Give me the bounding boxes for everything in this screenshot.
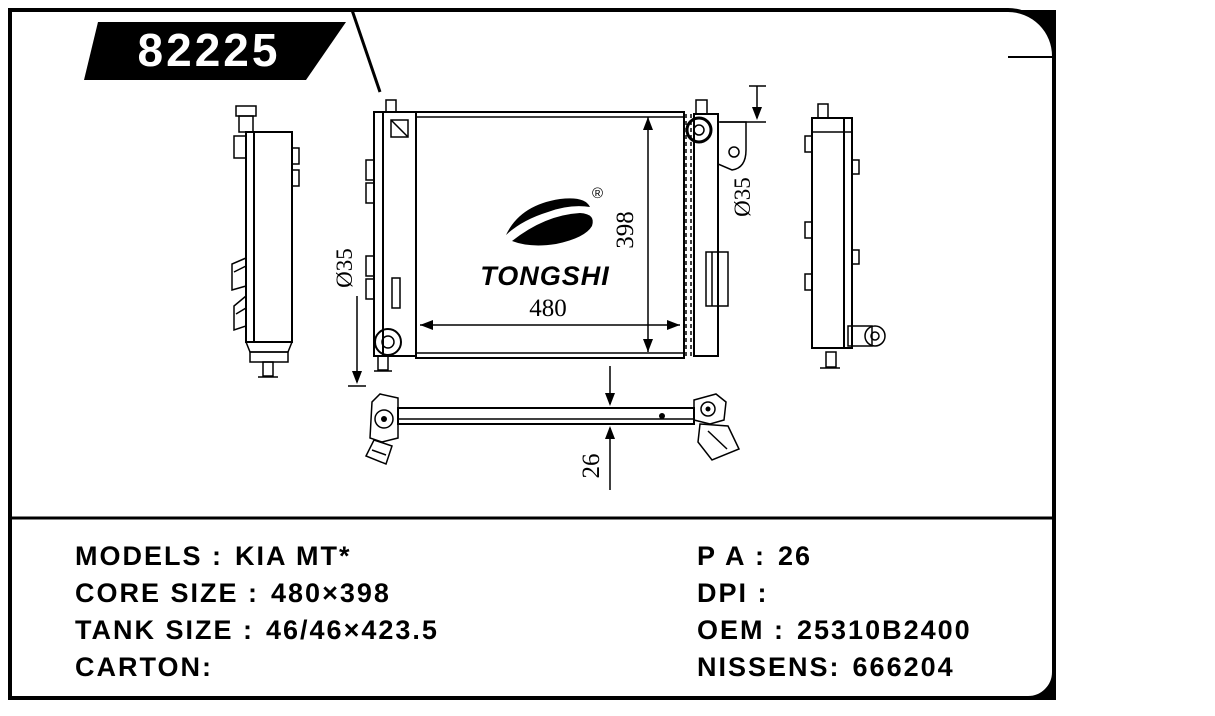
spec-column-left: MODELS : KIA MT* CORE SIZE : 480×398 TAN… — [75, 538, 439, 686]
core-width-label: 480 — [529, 295, 567, 322]
spec-value: 480×398 — [271, 578, 391, 608]
dimension-26: 26 — [578, 366, 615, 490]
spec-row-carton: CARTON: — [75, 649, 439, 686]
dimension-diameter-right: Ø35 — [720, 85, 766, 217]
radiator-left-side-view — [231, 105, 300, 378]
spec-value: 25310B2400 — [797, 615, 972, 645]
spec-value: 666204 — [852, 652, 955, 682]
outlet-diameter-label: Ø35 — [730, 177, 755, 217]
registered-trademark: ® — [592, 185, 603, 202]
frame-corner-decorations — [1008, 10, 1056, 700]
radiator-bottom-view — [364, 393, 741, 465]
thickness-label: 26 — [578, 454, 605, 479]
spec-value: 26 — [778, 541, 813, 571]
spec-row-dpi: DPI : — [697, 575, 972, 612]
logo-swoosh-icon — [512, 213, 593, 246]
spec-label: MODELS : — [75, 541, 223, 571]
spec-label: CARTON: — [75, 652, 213, 682]
spec-value: 46/46×423.5 — [266, 615, 439, 645]
part-number-badge: 82225 — [84, 22, 346, 80]
spec-label: TANK SIZE : — [75, 615, 254, 645]
spec-label: OEM : — [697, 615, 785, 645]
spec-label: P A : — [697, 541, 767, 571]
inlet-diameter-label: Ø35 — [332, 248, 357, 288]
logo-wordmark: TONGSHI — [480, 261, 610, 291]
spec-value: KIA MT* — [235, 541, 352, 571]
spec-row-oem: OEM : 25310B2400 — [697, 612, 972, 649]
spec-row-pa: P A : 26 — [697, 538, 972, 575]
spec-column-right: P A : 26 DPI : OEM : 25310B2400 NISSENS:… — [697, 538, 972, 686]
dimension-398: 398 — [612, 117, 653, 352]
spec-row-models: MODELS : KIA MT* — [75, 538, 439, 575]
frame-border — [8, 8, 1056, 700]
dimension-480: 480 — [420, 295, 680, 330]
radiator-front-view — [365, 99, 747, 372]
dimension-diameter-left: Ø35 — [332, 248, 366, 387]
badge-diagonal-line — [350, 9, 382, 93]
radiator-right-side-view — [804, 103, 886, 369]
spec-row-core-size: CORE SIZE : 480×398 — [75, 575, 439, 612]
core-height-label: 398 — [612, 211, 639, 249]
spec-label: NISSENS: — [697, 652, 841, 682]
spec-label: DPI : — [697, 578, 769, 608]
tongshi-logo: ® TONGSHI — [480, 185, 610, 291]
spec-label: CORE SIZE : — [75, 578, 260, 608]
logo-swoosh-icon — [506, 198, 590, 235]
spec-row-tank-size: TANK SIZE : 46/46×423.5 — [75, 612, 439, 649]
part-number: 82225 — [137, 24, 281, 76]
spec-row-nissens: NISSENS: 666204 — [697, 649, 972, 686]
